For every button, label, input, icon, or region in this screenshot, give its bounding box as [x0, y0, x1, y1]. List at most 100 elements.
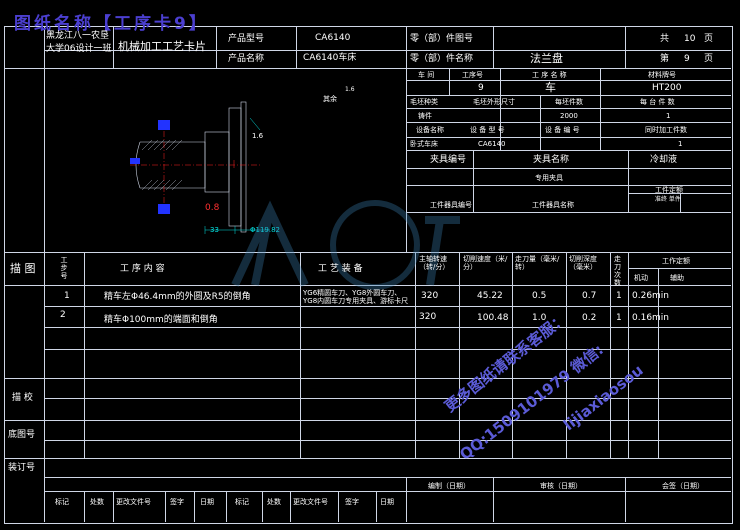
base-no-label: 底图号	[8, 430, 36, 440]
grid-line	[493, 477, 494, 522]
grid-line	[512, 252, 513, 458]
grid-line	[44, 50, 731, 51]
grid-line	[680, 193, 681, 212]
station-tool-name: 工件器具名称	[532, 201, 574, 209]
col-equip: 工 艺 装 备	[318, 264, 363, 274]
dim-phi: Φ119.82	[250, 226, 281, 234]
grid-line	[493, 26, 494, 68]
card-frame	[4, 26, 733, 524]
grid-line	[113, 491, 114, 522]
grid-line	[406, 137, 731, 138]
coolant-label: 冷却液	[650, 155, 678, 165]
col-passes: 走刀次数	[614, 255, 621, 287]
per-unit: 1	[666, 112, 671, 120]
row1-passes: 1	[616, 291, 622, 301]
grid-line	[44, 477, 731, 478]
grid-line	[300, 252, 301, 458]
fixture-no-label: 夹具编号	[430, 155, 467, 165]
equip-name: 卧式车床	[410, 140, 438, 148]
grid-line	[406, 122, 731, 123]
row1-feed: 0.5	[532, 291, 547, 301]
footer-compile: 编制（日期）	[428, 482, 470, 490]
product-name-label: 产品名称	[228, 54, 265, 64]
row2-cut: 100.48	[477, 313, 509, 323]
page-number: 9	[684, 54, 690, 64]
roughness-value: 1.6	[345, 86, 355, 93]
grid-line	[44, 440, 731, 441]
footer-count: 处数	[90, 498, 104, 506]
fixture-name-label: 夹具名称	[533, 155, 570, 165]
grid-line	[610, 252, 611, 458]
page-unit: 页	[704, 54, 714, 64]
footer-review: 审核（日期）	[540, 482, 582, 490]
trace-label: 描 校	[12, 393, 33, 403]
footer-mark2: 标记	[235, 498, 249, 506]
simul-label: 同时加工件数	[645, 126, 687, 134]
grid-line	[415, 252, 416, 458]
grid-line	[625, 477, 626, 522]
blank-type-label: 毛坯种类	[410, 98, 438, 106]
footer-mark: 标记	[55, 498, 69, 506]
product-model: CA6140	[315, 33, 351, 43]
grid-line	[600, 68, 601, 150]
footer-change-doc: 更改文件号	[116, 498, 151, 506]
grid-line	[4, 252, 731, 253]
grid-line	[628, 268, 731, 269]
material-value: HT200	[652, 83, 682, 93]
total-label: 共	[660, 34, 670, 44]
grid-line	[296, 26, 297, 68]
row1-equip: YG6精圆车刀、YG8外圆车刀、YG8内圆车刀专用夹具、游标卡尺	[303, 289, 409, 305]
part-name: 法兰盘	[530, 52, 563, 65]
grid-line	[4, 420, 731, 421]
seq-value: 9	[478, 83, 484, 93]
grid-line	[566, 252, 567, 458]
total-unit: 页	[704, 34, 714, 44]
row1-machine: 0.26min	[632, 291, 670, 301]
equip-name-label: 设备名称	[416, 126, 444, 134]
row1-step: 1	[64, 291, 70, 301]
grid-line	[4, 68, 731, 69]
col-cut-speed: 切削速度（米/分）	[463, 255, 508, 271]
equip-no-label: 设 备 编 号	[545, 126, 580, 134]
grid-line	[226, 491, 227, 522]
proc-name-value: 车	[545, 81, 556, 94]
grid-line	[406, 212, 731, 213]
blank-count-label: 每坯件数	[555, 98, 583, 106]
roughness-mid: 0.8	[205, 203, 220, 213]
fixture-name: 专用夹具	[535, 174, 563, 182]
grid-line	[406, 26, 407, 252]
footer-date: 日期	[200, 498, 214, 506]
row2-speed: 320	[419, 312, 437, 322]
part-drawing	[130, 101, 270, 234]
row1-cut: 45.22	[477, 291, 503, 301]
grid-line	[44, 306, 731, 307]
drawing-title-overlay: 图纸名称【工序卡9】	[14, 14, 209, 34]
per-unit-label: 每 台 件 数	[640, 98, 675, 106]
col-feed: 走刀量（毫米/转）	[515, 255, 560, 271]
row2-depth: 0.2	[582, 313, 597, 323]
grid-line	[84, 491, 85, 522]
doc-name: 机械加工工艺卡片	[118, 40, 206, 53]
grid-line	[4, 378, 731, 379]
grid-line	[406, 185, 731, 186]
grid-line	[113, 26, 114, 68]
grid-line	[194, 491, 195, 522]
footer-countersign: 会签（日期）	[662, 482, 704, 490]
grid-line	[262, 491, 263, 522]
grid-line	[406, 168, 731, 169]
workshop-label: 车 间	[418, 71, 435, 79]
page-label: 第	[660, 54, 670, 64]
row1-content: 精车左Φ46.4mm的外圆及R5的倒角	[104, 292, 251, 302]
blank-size-label: 毛坯外形尺寸	[473, 98, 515, 106]
grid-line	[406, 477, 407, 522]
grid-line	[658, 268, 659, 458]
grid-line	[376, 491, 377, 522]
grid-line	[44, 349, 731, 350]
grid-line	[84, 252, 85, 458]
col-depth: 切削深度（毫米）	[569, 255, 597, 271]
footer-sign: 签字	[170, 498, 184, 506]
grid-line	[500, 68, 501, 150]
row2-feed: 1.0	[532, 313, 547, 323]
footer-sign2: 签字	[345, 498, 359, 506]
grid-line	[44, 491, 731, 492]
